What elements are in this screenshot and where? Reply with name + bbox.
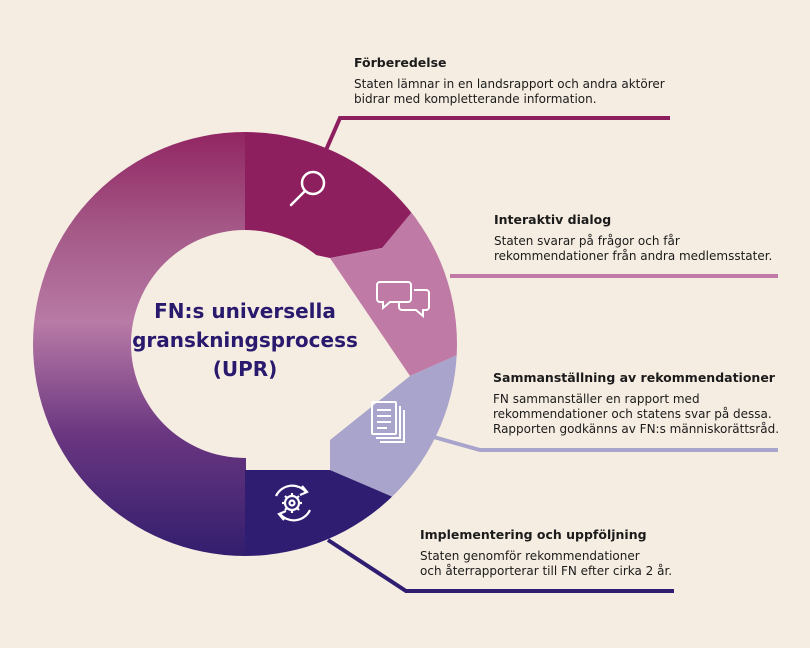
step-description: FN sammanställer en rapport med rekommen… <box>493 392 780 436</box>
step-preparation: Förberedelse Staten lämnar in en landsra… <box>354 55 684 107</box>
speech-bubbles-icon <box>376 281 430 319</box>
gear-cycle-icon <box>275 484 311 522</box>
step-implementation: Implementering och uppföljning Staten ge… <box>420 527 720 579</box>
connector-line-4 <box>326 538 674 593</box>
center-title-line-1: FN:s universella <box>154 299 336 323</box>
step-compilation: Sammanställning av rekommendationer FN s… <box>493 370 803 437</box>
step-description: Staten genomför rekommendationer och åte… <box>420 549 673 578</box>
connector-line-1 <box>324 116 670 151</box>
step-title: Interaktiv dialog <box>494 212 612 227</box>
magnifier-icon <box>289 170 326 207</box>
connector-line-3 <box>429 434 778 452</box>
ring-segment-preparation <box>245 132 457 258</box>
connector-lines <box>324 116 778 593</box>
step-title: Förberedelse <box>354 55 447 70</box>
step-title: Implementering och uppföljning <box>420 527 647 542</box>
step-interactive-dialog: Interaktiv dialog Staten svarar på frågo… <box>494 212 794 264</box>
center-title-line-2: granskningsprocess <box>132 328 358 352</box>
step-title: Sammanställning av rekommendationer <box>493 370 775 385</box>
center-title-line-3: (UPR) <box>213 357 278 381</box>
step-description: Staten svarar på frågor och får rekommen… <box>494 234 773 263</box>
documents-icon <box>371 401 405 443</box>
step-description: Staten lämnar in en landsrapport och and… <box>354 77 665 106</box>
